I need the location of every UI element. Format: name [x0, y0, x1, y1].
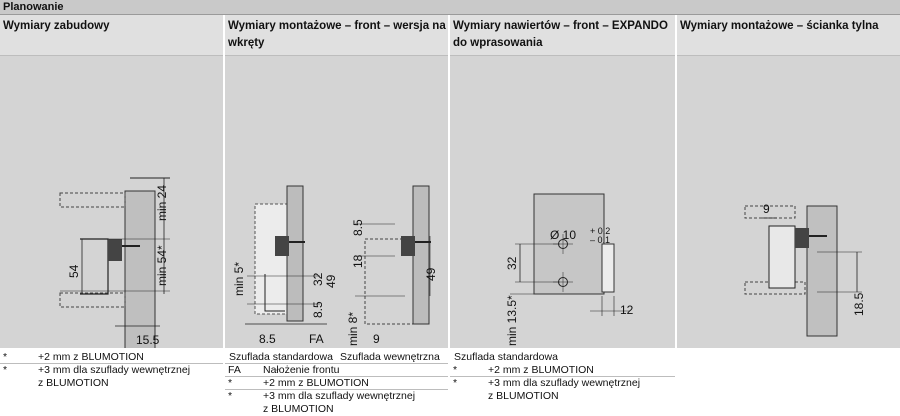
note-text: +2 mm z BLUMOTION	[488, 364, 594, 376]
note-marker: FA	[228, 364, 241, 376]
note-text: +3 mm dla szuflady wewnętrznej	[38, 364, 191, 376]
dim-label: 9	[373, 332, 380, 346]
section-title: Planowanie	[3, 1, 64, 13]
panel-title: Wymiary zabudowy	[3, 20, 110, 32]
dim-label: 8.5	[311, 301, 325, 318]
drawing-cabinet-dimensions: min 24 54 min 54* 15.5	[0, 56, 223, 348]
note-marker: *	[3, 364, 8, 376]
note-row: z BLUMOTION	[0, 377, 223, 389]
note-text: z BLUMOTION	[38, 377, 109, 389]
dim-label: min 5*	[232, 262, 246, 296]
notes-panel-3: Szuflada standardowa * +2 mm z BLUMOTION…	[450, 348, 675, 416]
panel-front-mounting-screws: Wymiary montażowe – front – wersja na wk…	[225, 15, 448, 348]
technical-drawing: 9 18.5	[744, 202, 866, 337]
note-row: * +2 mm z BLUMOTION	[0, 351, 223, 364]
note-marker: *	[453, 364, 458, 376]
note-head-standard: Szuflada standardowa	[229, 351, 333, 363]
tolerance-lower: – 0.1	[590, 235, 610, 245]
note-row: * +2 mm z BLUMOTION	[450, 364, 675, 377]
panel-header: Wymiary montażowe – front – wersja na wk…	[225, 15, 448, 56]
note-text: +2 mm z BLUMOTION	[263, 377, 369, 389]
note-text: z BLUMOTION	[263, 403, 334, 415]
drawing-expando-drilling: Ø 10 + 0.2 – 0.1 32 min 13.5* 12	[450, 56, 675, 348]
dim-label: 12	[620, 303, 634, 317]
dim-label: min 24	[155, 185, 169, 221]
note-header-row: Szuflada standardowa	[450, 351, 675, 363]
dim-label: 32	[311, 272, 325, 286]
note-header-row: Szuflada standardowa Szuflada wewnętrzna	[225, 351, 448, 364]
dim-label: 49	[424, 267, 438, 281]
note-marker: *	[3, 351, 8, 363]
note-text: +3 mm dla szuflady wewnętrznej	[263, 390, 416, 402]
note-marker: *	[453, 377, 458, 389]
note-marker: *	[228, 377, 233, 389]
panel-header: Wymiary zabudowy	[0, 15, 223, 56]
section-header: Planowanie	[0, 0, 900, 15]
panel-rear-wall-mounting: Wymiary montażowe – ścianka tylna 9 18.5	[677, 15, 900, 348]
dim-label: min 8*	[346, 312, 360, 346]
notes-panel-2: Szuflada standardowa Szuflada wewnętrzna…	[225, 348, 448, 416]
dim-label: Ø 10	[550, 228, 576, 242]
dim-label: 49	[324, 274, 338, 288]
note-text: +2 mm z BLUMOTION	[38, 351, 144, 363]
dim-label: 32	[505, 256, 519, 270]
dim-label: 18	[351, 254, 365, 268]
panel-expando-drilling: Wymiary nawiertów – front – EXPANDO do w…	[450, 15, 675, 348]
note-row: * +3 mm dla szuflady wewnętrznej	[225, 390, 448, 402]
note-text: Nałożenie frontu	[263, 364, 340, 376]
note-row: FA Nałożenie frontu	[225, 364, 448, 377]
dim-label: 8.5	[351, 219, 365, 236]
note-row: * +3 mm dla szuflady wewnętrznej	[0, 364, 223, 376]
note-head-inner: Szuflada wewnętrzna	[340, 351, 440, 363]
dim-label: min 13.5*	[505, 295, 519, 346]
note-row: * +3 mm dla szuflady wewnętrznej	[450, 377, 675, 389]
panel-title: Wymiary montażowe – front – wersja na wk…	[228, 20, 446, 49]
panel-header: Wymiary nawiertów – front – EXPANDO do w…	[450, 15, 675, 56]
technical-drawing: Ø 10 + 0.2 – 0.1 32 min 13.5* 12	[505, 193, 634, 346]
panel-header: Wymiary montażowe – ścianka tylna	[677, 15, 900, 56]
note-row: z BLUMOTION	[225, 403, 448, 415]
dim-label: 9	[763, 202, 770, 216]
note-text: +3 mm dla szuflady wewnętrznej	[488, 377, 641, 389]
dim-label: 18.5	[852, 292, 866, 316]
note-row: * +2 mm z BLUMOTION	[225, 377, 448, 390]
panel-title: Wymiary nawiertów – front – EXPANDO do w…	[453, 20, 668, 49]
technical-drawing: min 24 54 min 54* 15.5	[59, 177, 170, 348]
dim-label: min 54*	[155, 245, 169, 286]
note-row: z BLUMOTION	[450, 390, 675, 402]
notes-panel-1: * +2 mm z BLUMOTION * +3 mm dla szuflady…	[0, 348, 223, 416]
dim-label: 8.5	[259, 332, 276, 346]
dim-label: 54	[67, 264, 81, 278]
dim-label: FA	[309, 332, 324, 346]
tolerance-upper: + 0.2	[590, 226, 610, 236]
technical-drawing: min 5* 32 49 8.5 8.5 FA 8.5 18 49 min 8*…	[232, 185, 438, 346]
drawing-rear-wall-mounting: 9 18.5	[677, 56, 900, 348]
panel-title: Wymiary montażowe – ścianka tylna	[680, 20, 879, 32]
dim-label: 15.5	[136, 333, 160, 347]
note-head-standard: Szuflada standardowa	[454, 351, 558, 363]
note-marker: *	[228, 390, 233, 402]
note-text: z BLUMOTION	[488, 390, 559, 402]
drawing-front-mounting-screws: min 5* 32 49 8.5 8.5 FA 8.5 18 49 min 8*…	[225, 56, 448, 348]
panel-cabinet-dimensions: Wymiary zabudowy min 24 54 min 54* 15.5	[0, 15, 223, 348]
